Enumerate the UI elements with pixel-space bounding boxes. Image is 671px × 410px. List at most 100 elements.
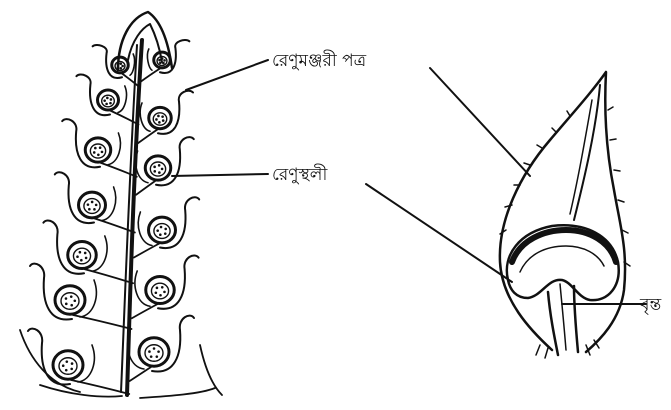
cone-sporangium-inner (154, 224, 170, 239)
spore-dot (99, 146, 102, 149)
spore-dot (161, 115, 164, 118)
spore-dot (163, 59, 166, 62)
spore-dot (156, 355, 159, 358)
spore-dot (91, 201, 94, 204)
spore-dot (148, 350, 151, 353)
cone-stalk (138, 129, 158, 143)
spore-dot (117, 63, 120, 66)
spore-dot (76, 255, 79, 258)
spore-dot (106, 97, 109, 100)
spore-dot (156, 229, 159, 232)
cone-stalk (140, 68, 160, 82)
cone-sporophyll (138, 91, 193, 144)
cone-stalk (130, 367, 151, 381)
spore-dot (105, 103, 108, 106)
cone-bract-edge (147, 49, 152, 70)
spore-dot (161, 168, 164, 171)
cone-bract (55, 172, 94, 223)
spore-dot (84, 252, 87, 255)
spore-dot (158, 171, 161, 174)
spore-dot (103, 99, 106, 102)
sporophyll-group (20, 40, 222, 398)
spore-dot (159, 233, 162, 236)
spore-dot (93, 151, 96, 154)
cone-sporangium-inner (59, 358, 77, 375)
spore-dot (73, 299, 76, 302)
spore-dot (164, 228, 167, 231)
spore-dot (161, 57, 164, 60)
cone-sporophyll (132, 255, 199, 318)
spore-dot (153, 170, 156, 173)
label-sporophyll: রেণুমঞ্জরী পত্র (272, 50, 367, 71)
spore-dot (157, 350, 160, 353)
spore-dot (120, 62, 123, 65)
spore-dot (120, 67, 123, 70)
single-sporophyll (500, 72, 630, 358)
cone-sporangium (55, 286, 85, 315)
cone-bract (43, 220, 84, 273)
cone-bract-edge (92, 236, 107, 271)
cone-sporangium-inner (151, 283, 168, 299)
spore-dot (159, 294, 162, 297)
spore-dot (150, 355, 153, 358)
spore-dot (65, 297, 68, 300)
spore-dot (70, 304, 73, 307)
spore-dot (158, 59, 161, 62)
cone-bract (30, 264, 72, 320)
cone-sporophyll (140, 40, 190, 82)
spore-dot (70, 295, 73, 298)
cone-sporangium-inner (61, 293, 79, 310)
cone-stalk (132, 304, 157, 318)
cone-bract-edge (80, 280, 96, 317)
spore-dot (109, 102, 112, 105)
spore-dot (80, 259, 83, 262)
leader-lines (172, 60, 646, 304)
leader-sporophyll-right (430, 68, 530, 176)
cone-sporophyll (134, 197, 199, 257)
spore-dot (70, 368, 73, 371)
spore-dot (88, 208, 91, 211)
spore-dot (153, 347, 156, 350)
cone-sporophyll (128, 316, 194, 381)
cone-sporophyll (43, 220, 133, 283)
cone-bract (158, 255, 199, 308)
spore-dot (65, 369, 68, 372)
cone-sporangium-inner (73, 248, 90, 264)
spore-dot (161, 286, 164, 289)
cone-bract (160, 197, 199, 248)
spore-dot (117, 66, 120, 69)
spore-dot (97, 154, 100, 157)
spore-dot (79, 251, 82, 254)
spore-dot (93, 208, 96, 211)
cone-sporangium (139, 338, 169, 367)
spore-dot (155, 291, 158, 294)
spore-dot (65, 303, 68, 306)
leader-sporangium-right (366, 184, 512, 282)
spore-dot (159, 62, 162, 65)
spore-dot (158, 121, 161, 124)
cone-bract (152, 316, 194, 372)
spore-dot (66, 360, 69, 363)
spore-dot (62, 364, 65, 367)
spore-dot (156, 287, 159, 290)
spore-dot (94, 147, 97, 150)
spore-dot (101, 151, 104, 154)
spore-dot (95, 204, 98, 207)
label-sporangium: রেণুস্থলী (272, 164, 328, 185)
leader-sporophyll-left (186, 60, 268, 90)
cone-sporophyll (28, 329, 129, 394)
spore-dot (160, 226, 163, 229)
leader-sporangium-left (172, 174, 268, 176)
spore-dot (85, 257, 88, 260)
spore-dot (163, 291, 166, 294)
cone-sporophyll (55, 172, 135, 232)
spore-dot (87, 203, 90, 206)
spore-dot (158, 164, 161, 167)
spore-dot (153, 166, 156, 169)
cone-bract-edge (135, 271, 150, 306)
cone-stalk (73, 315, 132, 329)
stalk (548, 292, 558, 355)
strobilus-cone (20, 12, 222, 398)
label-stalk: বৃন্ত (639, 295, 661, 315)
